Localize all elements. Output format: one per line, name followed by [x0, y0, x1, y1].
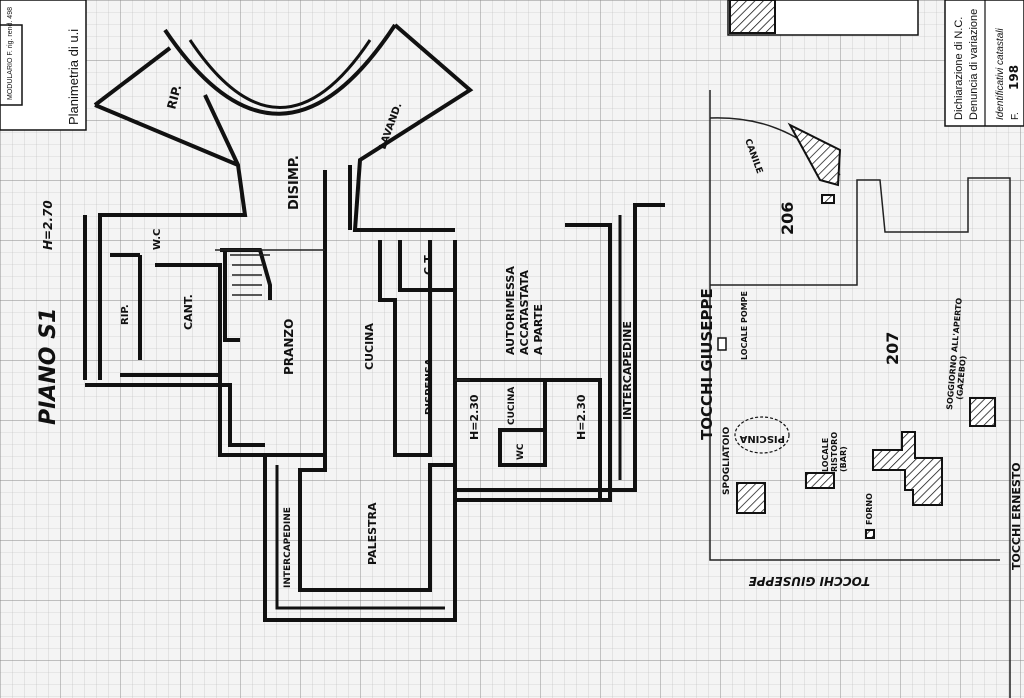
identifiers-label: Identificativi catastali [995, 28, 1006, 120]
spogliatoio-label: SPOGLIATOIO [722, 426, 732, 495]
locale-ristoro-label-3: (BAR) [839, 446, 848, 472]
owner-right: TOCCHI ERNESTO [1010, 462, 1023, 570]
room-autorimessa-1: AUTORIMESSA [504, 266, 517, 355]
soggiorno-label-2: (GAZEBO) [955, 355, 968, 400]
room-wc-small: WC [516, 443, 526, 460]
floor-height: H=2.70 [41, 200, 55, 250]
room-cucina: CUCINA [363, 323, 376, 370]
piscina-label: PISCINA [739, 433, 785, 444]
room-wc-left: W.C [152, 229, 163, 250]
gazebo-building [969, 397, 996, 427]
owner-vertical: TOCCHI GIUSEPPE [698, 288, 716, 440]
room-intercapedine-bottom: INTERCAPEDINE [283, 507, 293, 588]
building-walls [83, 23, 665, 622]
forno-label: FORNO [865, 493, 874, 525]
room-palestra: PALESTRA [366, 502, 379, 565]
room-rip-left: RIP. [120, 304, 131, 325]
locale-ristoro-building [805, 472, 835, 489]
room-cucina-small: CUCINA [507, 387, 517, 425]
form-code-box [0, 24, 23, 106]
declaration-line-1: Dichiarazione di N.C. [953, 17, 965, 120]
room-disimp: DISIMP. [287, 155, 302, 210]
room-intercapedine-right: INTERCAPEDINE [621, 321, 634, 420]
piscina-pool [734, 416, 790, 454]
top-building-hatch [729, 0, 776, 34]
plan-title: Planimetria di u.i [66, 29, 81, 125]
room-rip-top: RIP. [164, 83, 184, 111]
room-autorimessa-3: A PARTE [532, 304, 545, 355]
room-cant: CANT. [182, 294, 195, 330]
forno-building [865, 529, 875, 539]
room-ct: C.T. [422, 253, 435, 275]
locale-pompe-building [717, 337, 727, 351]
locale-ristoro-label-2: RISTORO [830, 432, 839, 472]
floor-name: PIANO S1 [36, 308, 61, 425]
main-house-footprint [872, 431, 943, 506]
room-height-b: H=2.30 [575, 394, 588, 440]
spogliatoio-building [736, 482, 766, 514]
canile-building [787, 122, 842, 187]
sheet-number: 198 [1007, 65, 1021, 90]
owner-bottom: TOCCHI GIUSEPPE [748, 574, 870, 588]
canile-small-block [821, 194, 835, 204]
room-height-a: H=2.30 [468, 394, 481, 440]
form-code: MODULARIO F. rig. rend. 498 [7, 7, 14, 100]
locale-ristoro-label-1: LOCALE [821, 438, 830, 472]
room-autorimessa-2: ACCATASTATA [518, 270, 531, 355]
room-dispensa: DISPENSA [424, 358, 435, 415]
parcel-207: 207 [883, 332, 902, 365]
room-pranzo: PRANZO [282, 319, 296, 375]
locale-pompe-label: LOCALE POMPE [740, 291, 749, 360]
sheet-label: F. [1010, 112, 1021, 120]
parcel-206: 206 [778, 202, 797, 235]
declaration-line-2: Denuncia di variazione [968, 9, 980, 120]
